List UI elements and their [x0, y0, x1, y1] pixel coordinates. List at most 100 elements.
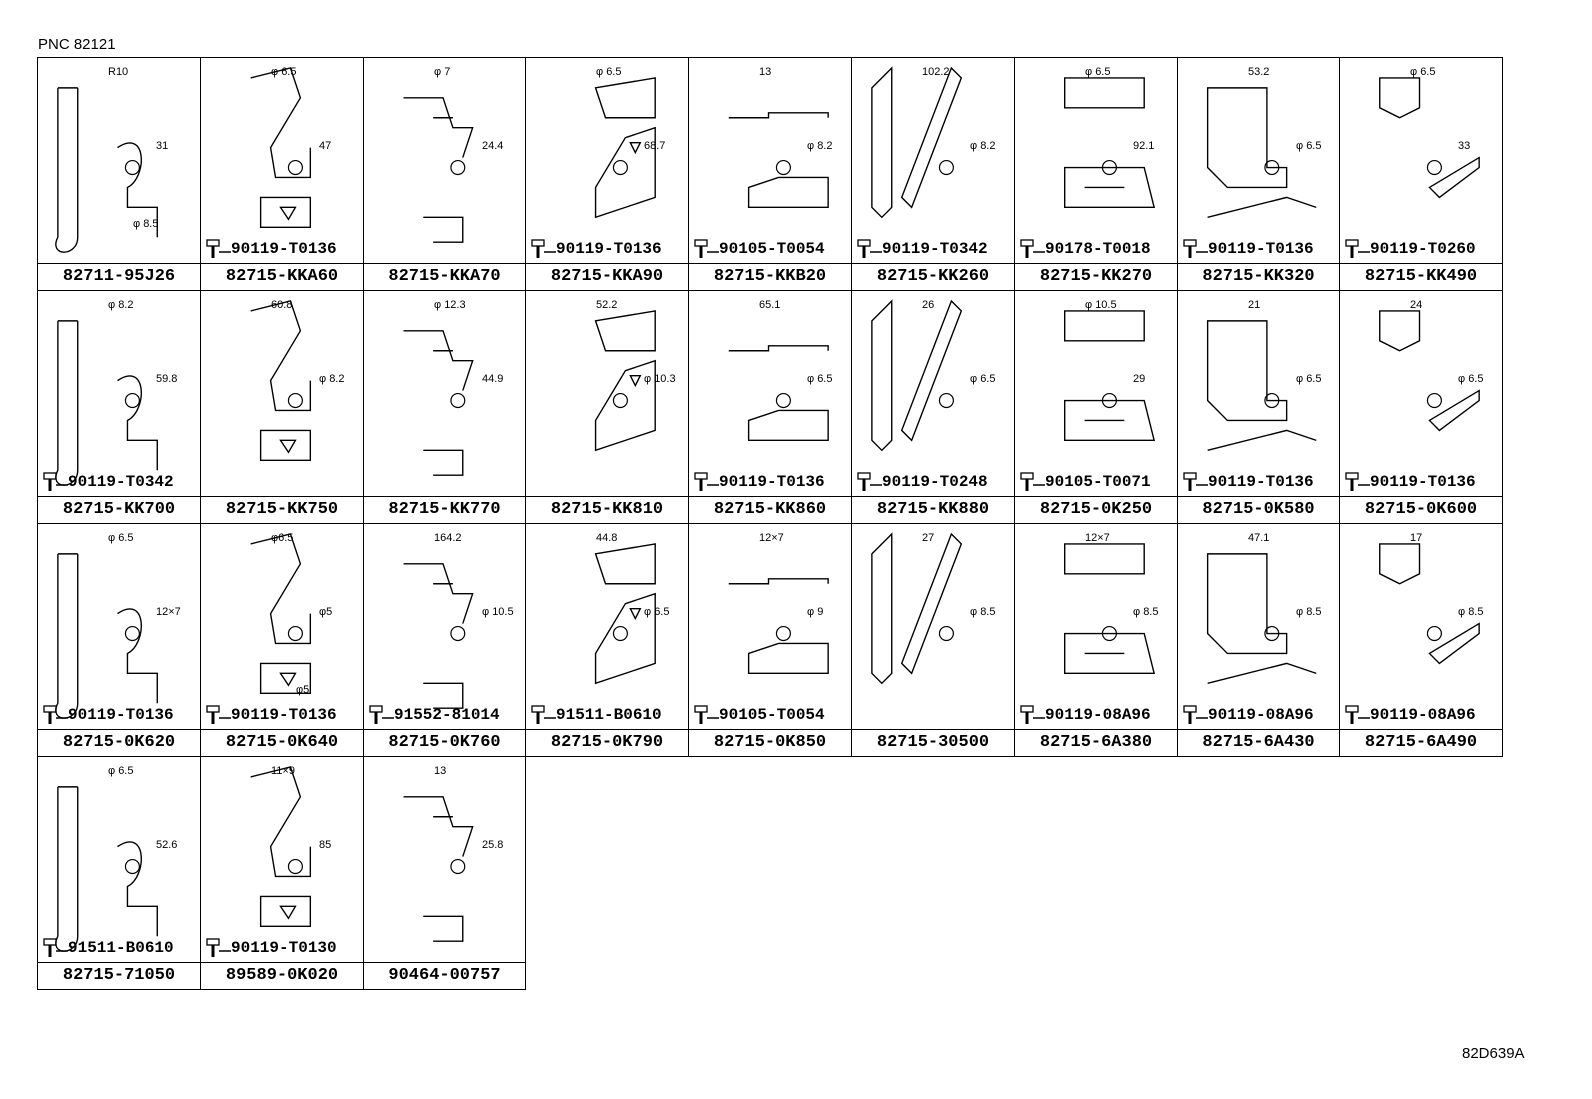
bolt-part-number: 90178-T0018 [1045, 240, 1151, 258]
bolt-part-number: 90119-T0136 [1208, 240, 1314, 258]
bolt-part-number: 90119-T0136 [1370, 473, 1476, 491]
mounting-hole [1264, 625, 1280, 642]
bolt-part-number: 90119-T0130 [231, 939, 337, 957]
bolt-callout: 90119-T0136 [205, 238, 337, 260]
dimension-label: 164.2 [434, 532, 462, 544]
bracket-outline [1379, 77, 1480, 199]
part-number[interactable]: 82715-0K640 [201, 729, 363, 756]
bolt-part-number: 91511-B0610 [68, 939, 174, 957]
part-number[interactable]: 82715-KK810 [526, 496, 688, 523]
part-number[interactable]: 82715-KKA60 [201, 263, 363, 290]
part-number[interactable]: 82715-30500 [852, 729, 1014, 756]
part-number[interactable]: 82715-KK770 [364, 496, 525, 523]
bolt-part-number: 90119-T0136 [231, 240, 337, 258]
dimension-label: 12×7 [1085, 532, 1110, 544]
part-number[interactable]: 82715-KK260 [852, 263, 1014, 290]
dimension-label: 25.8 [482, 839, 504, 851]
part-number[interactable]: 82715-KK320 [1178, 263, 1339, 290]
part-number[interactable]: 82715-0K620 [38, 729, 200, 756]
part-number[interactable]: 82715-KK860 [689, 496, 851, 523]
part-illustration [403, 330, 474, 476]
bracket-outline [55, 553, 158, 719]
part-number[interactable]: 82715-0K600 [1340, 496, 1502, 523]
part-number[interactable]: 82715-KK270 [1015, 263, 1177, 290]
bolt-part-number: 90119-08A96 [1370, 706, 1476, 724]
bracket-outline [728, 578, 829, 675]
mounting-hole [124, 392, 140, 409]
part-number[interactable]: 82715-KK880 [852, 496, 1014, 523]
part-number[interactable]: 82715-0K850 [689, 729, 851, 756]
dimension-label: 59.8 [156, 373, 178, 385]
mounting-hole [938, 625, 954, 642]
bolt-part-number: 90119-T0136 [556, 240, 662, 258]
part-number[interactable]: 82715-KK700 [38, 496, 200, 523]
dimension-label: 31 [156, 140, 169, 152]
part-illustration [1206, 553, 1317, 684]
bolt-icon [1345, 705, 1370, 724]
dimension-label: φ 8.2 [970, 140, 996, 152]
part-illustration [1063, 543, 1156, 675]
bracket-outline [403, 330, 474, 476]
bracket-outline [728, 112, 829, 209]
part-illustration [403, 97, 474, 243]
part-number[interactable]: 82715-KKA90 [526, 263, 688, 290]
part-number[interactable]: 82715-6A490 [1340, 729, 1502, 756]
part-number[interactable]: 82715-6A380 [1015, 729, 1177, 756]
bracket-outline [1379, 543, 1480, 665]
part-number[interactable]: 82715-KKB20 [689, 263, 851, 290]
part-number[interactable]: 82715-KK750 [201, 496, 363, 523]
bracket-outline [1206, 320, 1317, 451]
bracket-outline [1206, 87, 1317, 218]
bolt-callout: 90119-08A96 [1182, 704, 1314, 726]
part-number[interactable]: 82715-0K790 [526, 729, 688, 756]
part-illustration [871, 532, 963, 685]
part-number[interactable]: 82715-0K250 [1015, 496, 1177, 523]
part-illustration [250, 300, 312, 461]
mounting-hole [124, 625, 140, 642]
part-number[interactable]: 82715-6A430 [1178, 729, 1339, 756]
part-number[interactable]: 90464-00757 [364, 962, 525, 989]
part-number[interactable]: 82715-KK490 [1340, 263, 1502, 290]
dimension-label: φ 6.5 [1296, 373, 1322, 385]
part-number[interactable]: 82711-95J26 [38, 263, 200, 290]
part-number[interactable]: 82715-71050 [38, 962, 200, 989]
bolt-icon [206, 938, 231, 957]
dimension-label: 11×9 [271, 765, 295, 777]
part-number[interactable]: 82715-KKA70 [364, 263, 525, 290]
part-number[interactable]: 82715-0K760 [364, 729, 525, 756]
part-number[interactable]: 82715-0K580 [1178, 496, 1339, 523]
part-number[interactable]: 89589-0K020 [201, 962, 363, 989]
dimension-label: 52.2 [596, 299, 618, 311]
